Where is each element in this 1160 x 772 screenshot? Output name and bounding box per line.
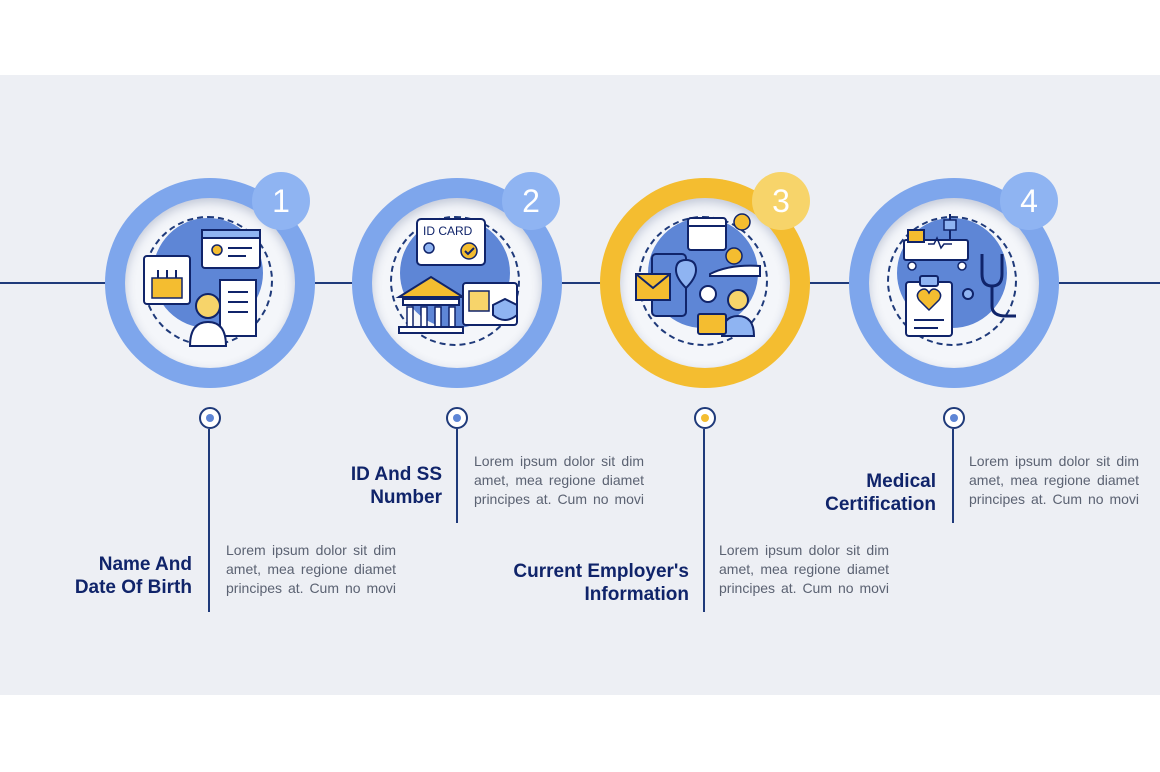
step-3-number-badge: 3 bbox=[752, 172, 810, 230]
birthday-cake-id-icon bbox=[143, 229, 261, 347]
step-4-connector bbox=[952, 429, 954, 523]
svg-text:ID CARD: ID CARD bbox=[423, 224, 473, 238]
step-4-title: Medical Certification bbox=[825, 471, 936, 515]
step-2-title: ID And SS Number bbox=[350, 464, 442, 508]
step-1-node bbox=[199, 407, 221, 429]
step-1-number-badge: 1 bbox=[252, 172, 310, 230]
step-3-title: Current Employer's Information bbox=[513, 561, 689, 605]
step-4-description: Lorem ipsum dolor sit dim amet, mea regi… bbox=[969, 453, 1139, 507]
step-4-node bbox=[943, 407, 965, 429]
step-2-connector bbox=[456, 429, 458, 523]
medical-record-icon bbox=[903, 214, 1016, 337]
step-1-connector bbox=[208, 429, 210, 612]
step-2-description: Lorem ipsum dolor sit dim amet, mea regi… bbox=[474, 453, 644, 507]
step-1-description: Lorem ipsum dolor sit dim amet, mea regi… bbox=[226, 542, 396, 596]
timeline-line bbox=[0, 282, 1160, 284]
step-4-number-badge: 4 bbox=[1000, 172, 1058, 230]
step-1-title: Name And Date Of Birth bbox=[74, 554, 192, 598]
id-card-bank-icon: ID CARD bbox=[395, 218, 518, 334]
step-3-node bbox=[694, 407, 716, 429]
step-2-number-badge: 2 bbox=[502, 172, 560, 230]
step-3-connector bbox=[703, 429, 705, 612]
step-2-node bbox=[446, 407, 468, 429]
step-3-description: Lorem ipsum dolor sit dim amet, mea regi… bbox=[719, 542, 889, 596]
employer-contact-icon bbox=[635, 213, 761, 337]
